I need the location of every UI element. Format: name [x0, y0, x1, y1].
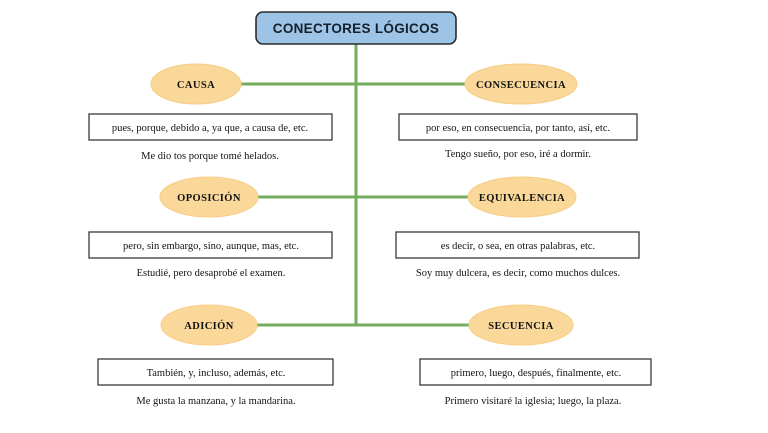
connectors-text-consecuencia: por eso, en consecuencia, por tanto, así…	[426, 123, 610, 134]
branch-adicion: ADICIÓN También, y, incluso, además, etc…	[97, 304, 334, 407]
connectors-box-equivalencia	[395, 231, 640, 259]
node-label-oposicion: OPOSICIÓN	[177, 192, 241, 204]
connectors-box-adicion	[97, 358, 334, 386]
branch-equivalencia: EQUIVALENCIA es decir, o sea, en otras p…	[395, 176, 640, 279]
node-label-consecuencia: CONSECUENCIA	[476, 80, 566, 91]
connectors-text-adicion: También, y, incluso, además, etc.	[147, 368, 286, 379]
node-label-causa: CAUSA	[177, 80, 215, 91]
connectors-box-oposicion	[88, 231, 333, 259]
node-ellipse-causa[interactable]	[150, 63, 242, 105]
node-ellipse-equivalencia[interactable]	[467, 176, 577, 218]
example-text-adicion: Me gusta la manzana, y la mandarina.	[136, 396, 295, 407]
branch-causa: CAUSA pues, porque, debido a, ya que, a …	[88, 63, 333, 162]
branch-consecuencia: CONSECUENCIA por eso, en consecuencia, p…	[398, 63, 638, 160]
example-text-consecuencia: Tengo sueño, por eso, iré a dormir.	[445, 149, 591, 160]
connectors-text-causa: pues, porque, debido a, ya que, a causa …	[112, 123, 308, 134]
node-label-adicion: ADICIÓN	[184, 320, 233, 332]
connectors-box-consecuencia	[398, 113, 638, 141]
node-ellipse-adicion[interactable]	[160, 304, 258, 346]
connectors-text-oposicion: pero, sin embargo, sino, aunque, mas, et…	[123, 241, 299, 252]
node-ellipse-consecuencia[interactable]	[464, 63, 578, 105]
title-box-shape	[255, 11, 457, 45]
node-label-secuencia: SECUENCIA	[488, 321, 553, 332]
connectors-box-secuencia	[419, 358, 652, 386]
node-label-equivalencia: EQUIVALENCIA	[479, 193, 565, 204]
connectors-text-equivalencia: es decir, o sea, en otras palabras, etc.	[441, 241, 595, 252]
page-title: CONECTORES LÓGICOS	[273, 21, 439, 36]
connector-lines	[240, 44, 469, 327]
branch-oposicion: OPOSICIÓN pero, sin embargo, sino, aunqu…	[88, 176, 333, 279]
connectors-text-secuencia: primero, luego, después, finalmente, etc…	[451, 368, 622, 379]
example-text-secuencia: Primero visitaré la iglesia; luego, la p…	[445, 396, 622, 407]
node-ellipse-secuencia[interactable]	[468, 304, 574, 346]
title-box: CONECTORES LÓGICOS	[255, 11, 457, 45]
example-text-causa: Me dio tos porque tomé helados.	[141, 151, 279, 162]
example-text-equivalencia: Soy muy dulcera, es decir, como muchos d…	[416, 268, 620, 279]
example-text-oposicion: Estudié, pero desaprobé el examen.	[137, 268, 286, 279]
connectors-box-causa	[88, 113, 333, 141]
branch-secuencia: SECUENCIA primero, luego, después, final…	[419, 304, 652, 407]
node-ellipse-oposicion[interactable]	[159, 176, 259, 218]
